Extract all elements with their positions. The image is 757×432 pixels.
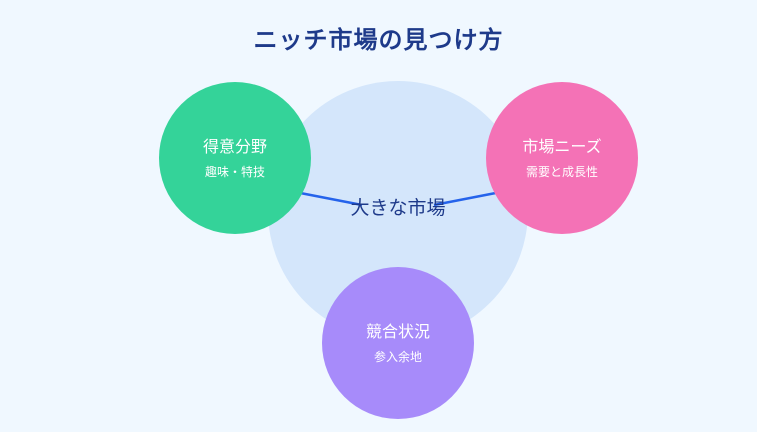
node-skill-sub: 趣味・特技 — [204, 164, 265, 179]
node-needs: 市場ニーズ 需要と成長性 — [486, 82, 638, 234]
node-competition-sub: 参入余地 — [373, 349, 422, 364]
node-needs-label: 市場ニーズ — [522, 136, 602, 156]
market-label: 大きな市場 — [350, 197, 446, 219]
node-competition: 競合状況 参入余地 — [322, 267, 474, 419]
diagram-title: ニッチ市場の見つけ方 — [253, 26, 504, 54]
node-skill-label: 得意分野 — [202, 136, 267, 156]
node-competition-label: 競合状況 — [365, 321, 430, 341]
node-skill: 得意分野 趣味・特技 — [159, 82, 311, 234]
node-needs-sub: 需要と成長性 — [525, 164, 598, 179]
